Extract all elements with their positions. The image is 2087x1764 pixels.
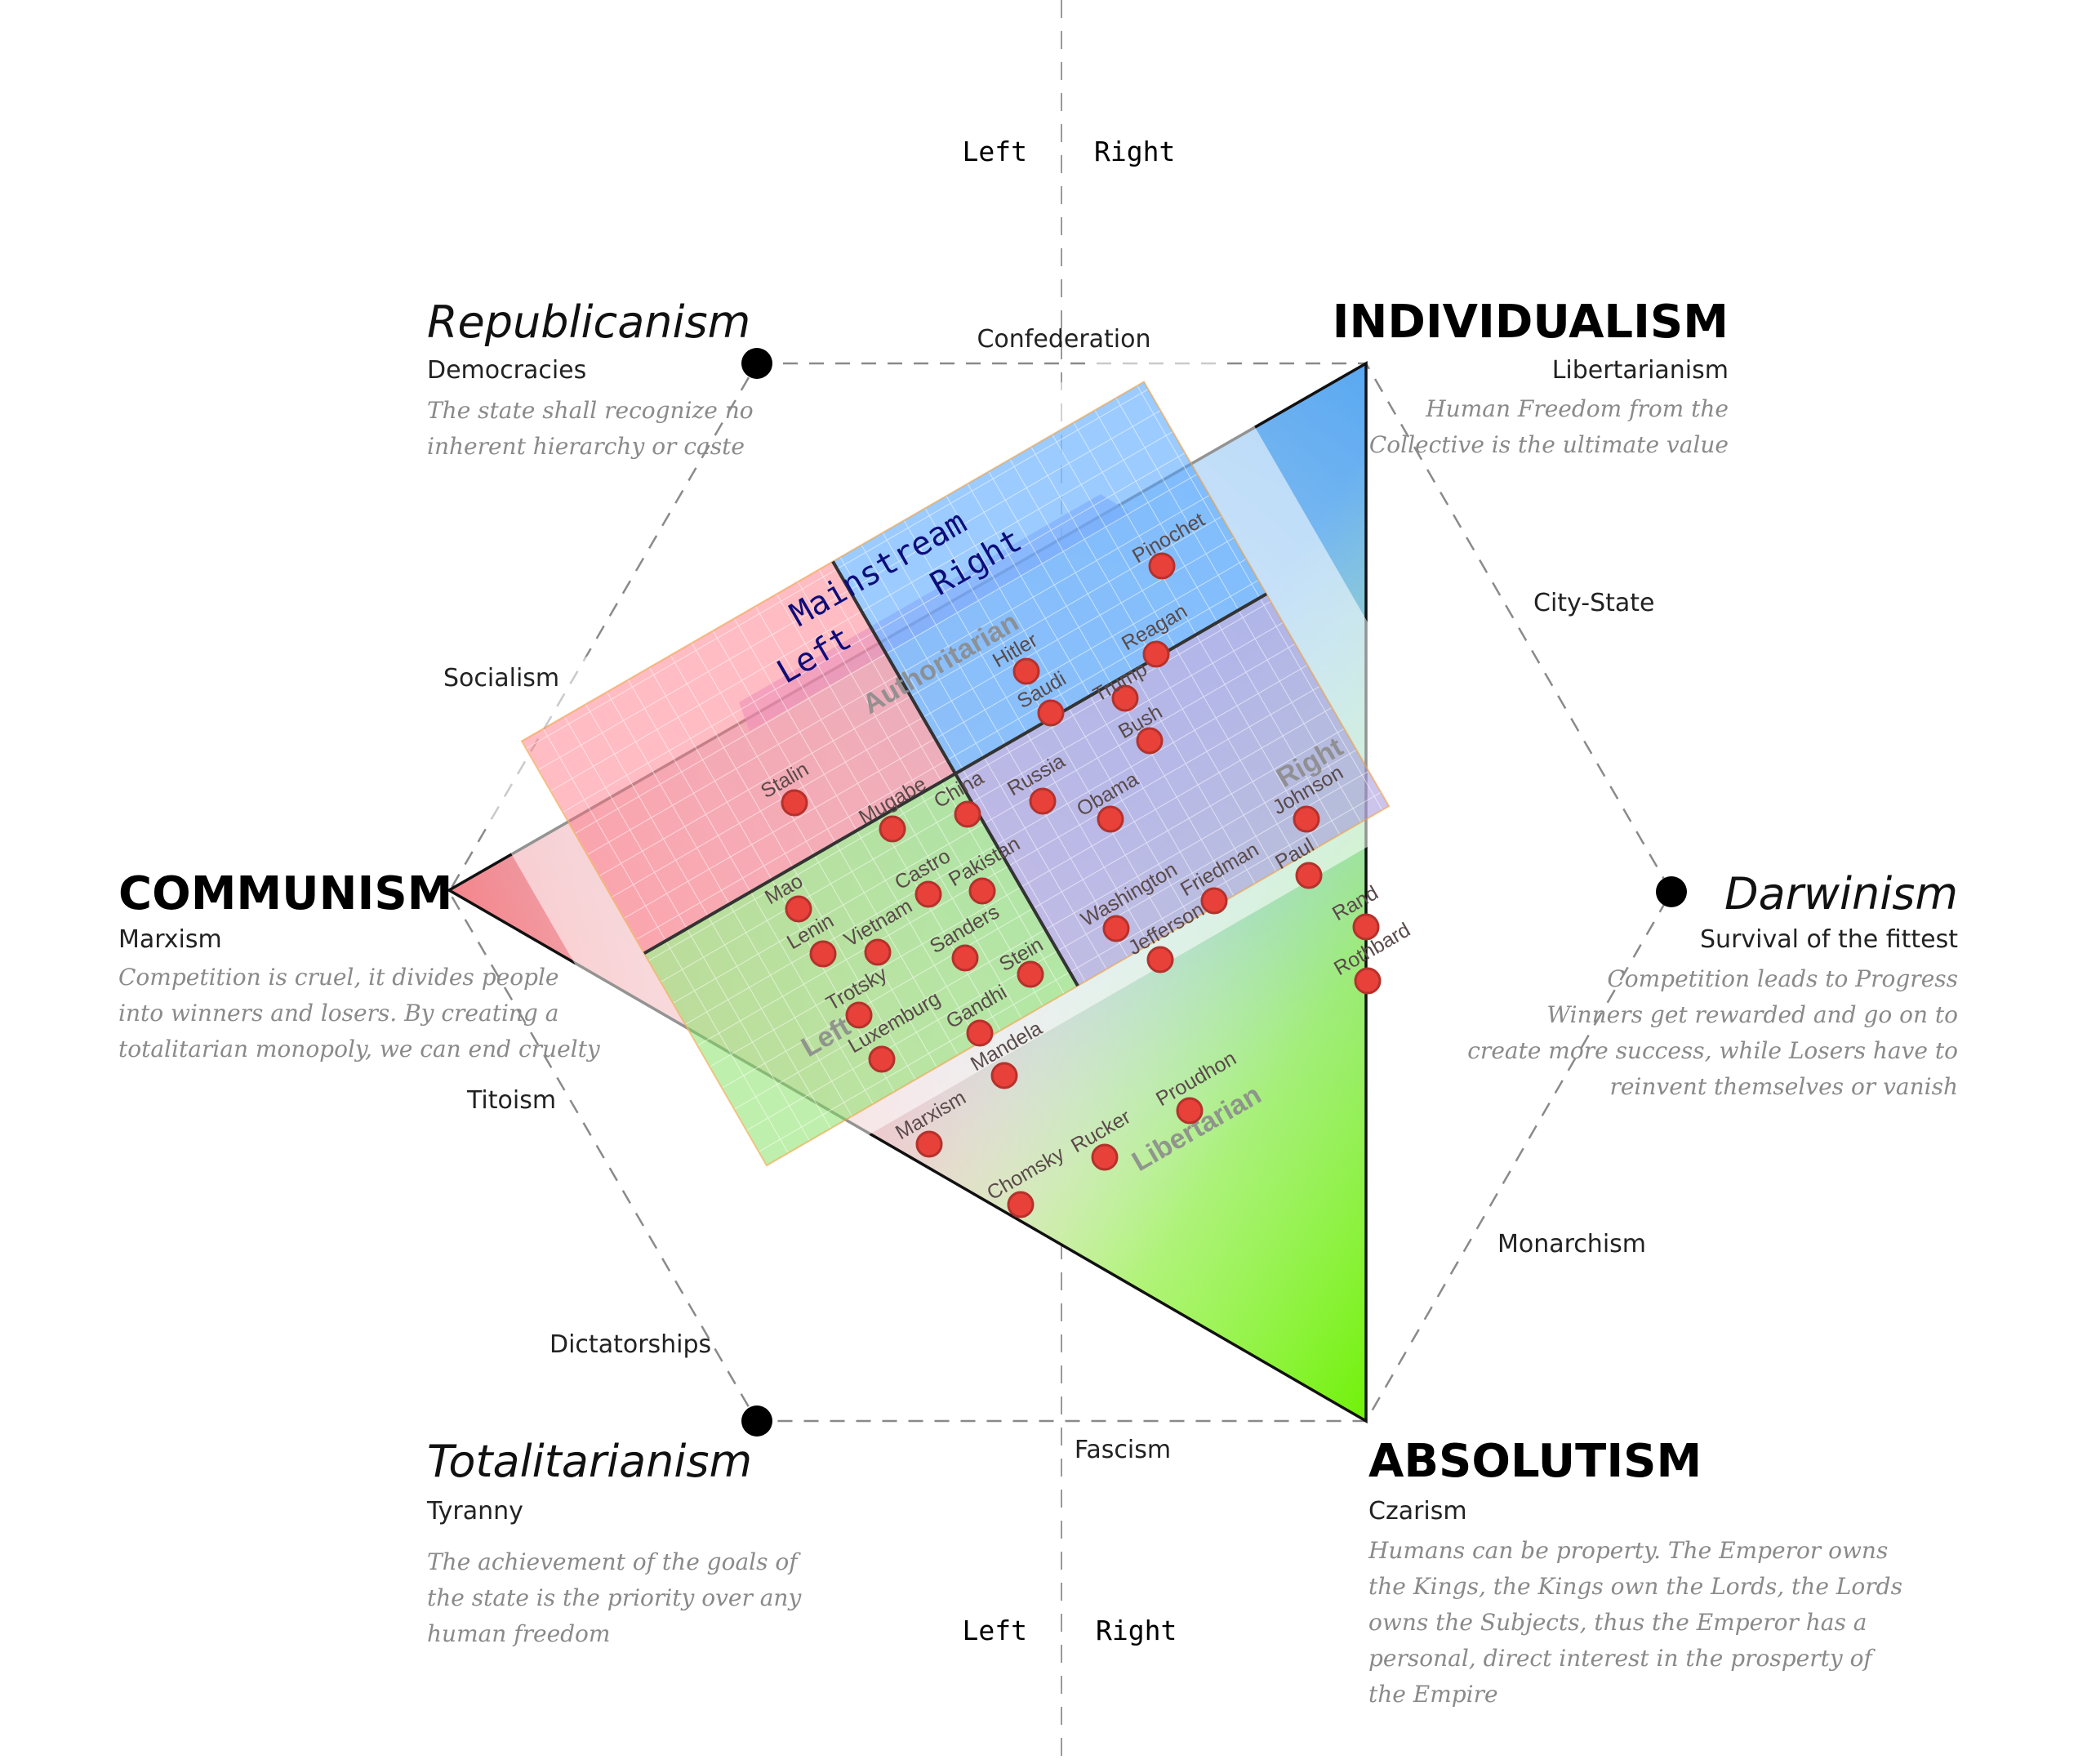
individualism-title: INDIVIDUALISM (1333, 296, 1729, 349)
point-trotsky (845, 1001, 873, 1029)
axis-bottom-right-label: Right (1096, 1615, 1177, 1646)
point-castro (914, 880, 942, 908)
point-stein (1017, 960, 1044, 988)
point-trump (1111, 684, 1139, 712)
vertex-dot-darwinism (1656, 876, 1687, 907)
totalitarianism-title: Totalitarianism (427, 1436, 752, 1487)
communism-desc-2: into winners and losers. By creating a (118, 1000, 558, 1027)
axis-top-left-label: Left (963, 136, 1027, 167)
totalitarianism-desc-3: human freedom (427, 1620, 610, 1647)
individualism-desc-2: Collective is the ultimate value (1369, 431, 1729, 458)
darwinism-subtitle: Survival of the fittest (1700, 925, 1958, 954)
point-mao (785, 895, 812, 923)
absolutism-desc-5: the Empire (1368, 1681, 1498, 1708)
darwinism-desc-3: create more success, while Losers have t… (1467, 1037, 1958, 1064)
point-vietnam (864, 938, 892, 966)
point-chomsky (1007, 1191, 1035, 1218)
darwinism-desc-1: Competition leads to Progress (1607, 965, 1958, 992)
edge-label-fascism: Fascism (1075, 1436, 1171, 1464)
absolutism-desc-3: owns the Subjects, thus the Emperor has … (1368, 1609, 1867, 1636)
absolutism-subtitle: Czarism (1368, 1497, 1467, 1526)
republicanism-desc-1: The state shall recognize no (427, 397, 754, 424)
totalitarianism-desc-2: the state is the priority over any (427, 1584, 802, 1611)
axis-top-right-label: Right (1094, 136, 1175, 167)
point-lenin (809, 940, 837, 968)
point-rand (1352, 913, 1380, 941)
communism-subtitle: Marxism (118, 925, 222, 954)
republicanism-desc-2: inherent hierarchy or caste (427, 433, 745, 460)
individualism-desc-1: Human Freedom from the (1425, 395, 1729, 422)
republicanism-subtitle: Democracies (427, 356, 586, 385)
edge-label-dictatorships: Dictatorships (550, 1330, 711, 1359)
point-stalin (781, 789, 808, 817)
point-jefferson (1146, 946, 1174, 973)
point-obama (1097, 805, 1124, 833)
point-rothbard (1354, 967, 1382, 995)
communism-title: COMMUNISM (118, 867, 452, 920)
vertex-dot-totalitarianism (741, 1405, 772, 1437)
darwinism-title: Darwinism (1724, 868, 1958, 920)
absolutism-desc-1: Humans can be property. The Emperor owns (1368, 1537, 1888, 1564)
point-bush (1136, 727, 1164, 755)
point-luxemburg (868, 1045, 896, 1073)
individualism-subtitle: Libertarianism (1552, 356, 1729, 385)
communism-desc-3: totalitarian monopoly, we can end cruelt… (118, 1036, 601, 1062)
edge-label-confederation: Confederation (977, 325, 1150, 354)
point-pakistan (968, 877, 996, 905)
absolutism-desc-2: the Kings, the Kings own the Lords, the … (1368, 1573, 1902, 1600)
point-pinochet (1148, 552, 1176, 580)
point-mugabe (879, 815, 906, 843)
point-friedman (1200, 887, 1228, 915)
point-reagan (1142, 640, 1170, 668)
point-saudi (1037, 699, 1065, 727)
nolan-chart (444, 310, 1465, 1220)
point-rucker (1091, 1143, 1119, 1171)
totalitarianism-desc-1: The achievement of the goals of (427, 1548, 801, 1575)
point-paul (1295, 862, 1323, 889)
point-mandela (990, 1062, 1018, 1089)
point-johnson (1293, 805, 1320, 833)
point-proudhon (1176, 1097, 1204, 1125)
republicanism-title: Republicanism (427, 296, 750, 348)
edge-label-city-state: City-State (1533, 589, 1655, 617)
point-china (954, 800, 981, 828)
absolutism-title: ABSOLUTISM (1368, 1435, 1702, 1488)
edge-label-titoism: Titoism (466, 1086, 556, 1115)
darwinism-desc-4: reinvent themselves or vanish (1609, 1073, 1958, 1100)
point-sanders (951, 944, 979, 972)
darwinism-desc-2: Winners get rewarded and go on to (1546, 1001, 1958, 1028)
communism-desc-1: Competition is cruel, it divides people (118, 964, 559, 991)
edge-label-socialism: Socialism (443, 664, 559, 693)
point-hitler (1012, 657, 1040, 685)
edge-label-monarchism: Monarchism (1497, 1230, 1646, 1258)
point-russia (1029, 787, 1057, 815)
point-gandhi (966, 1019, 994, 1047)
totalitarianism-subtitle: Tyranny (426, 1497, 523, 1526)
axis-bottom-left-label: Left (963, 1615, 1027, 1646)
absolutism-desc-4: personal, direct interest in the prosper… (1368, 1645, 1876, 1672)
point-washington (1102, 915, 1130, 942)
point-marxism (915, 1130, 943, 1158)
vertex-dot-republicanism (741, 348, 772, 379)
